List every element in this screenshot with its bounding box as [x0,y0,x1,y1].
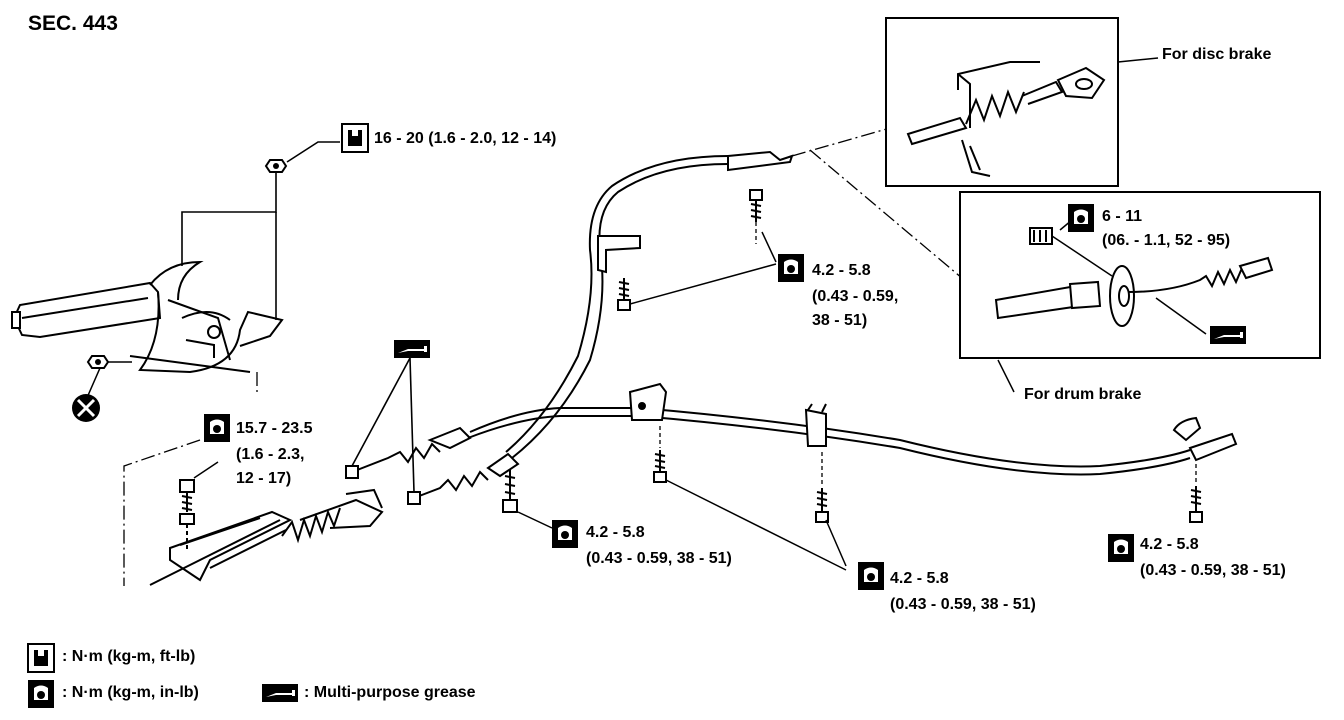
right-rear-torque-line1: 4.2 - 5.8 [1140,536,1199,553]
rear-brackets [628,382,1202,447]
torque-nm-kgm-inlb-icon [1068,204,1094,232]
legend-ftlb-icon [27,643,55,673]
legend-grease-icon [262,684,298,702]
front-upper-torque-line2: (0.43 - 0.59, [812,288,899,305]
equalizer-spring [281,507,341,544]
right-rear-torque-line2: (0.43 - 0.59, 38 - 51) [1140,562,1286,579]
drum-bolt-torque-line2: (06. - 1.1, 52 - 95) [1102,232,1231,249]
do-not-reuse-icon [72,394,100,422]
section-number: SEC. 443 [28,12,118,35]
grease-icon-drum [1210,326,1246,344]
front-upper-torque-line3: 38 - 51) [812,312,868,329]
lever-base-torque-line3: 12 - 17) [236,470,292,487]
disc-brake-detail [885,17,1159,187]
legend-grease-text: : Multi-purpose grease [304,684,476,701]
torque-nm-kgm-inlb-icon [204,414,230,442]
center-bolt [502,470,553,529]
torque-nm-kgm-inlb-icon [1108,534,1134,562]
center-bolt-torque-line1: 4.2 - 5.8 [586,524,645,541]
torque-nm-kgm-inlb-icon [552,520,578,548]
parking-brake-lever [11,260,284,374]
upper-cable-bracket [597,150,794,274]
front-cable-right [407,155,729,505]
equalizer-bracket [149,488,384,586]
front-cable-left [345,407,640,479]
grease-icon-front [394,340,430,358]
torque-nm-kgm-ftlb-icon [341,123,369,153]
center-bolt-torque-line2: (0.43 - 0.59, 38 - 51) [586,550,732,567]
lever-base-torque-line2: (1.6 - 2.3, [236,446,305,463]
rear-bolts [653,426,1203,571]
lever-small-nut [85,355,132,401]
reference-lines [123,127,989,586]
disc-brake-label: For disc brake [1162,46,1272,63]
lever-nut [264,159,288,173]
lever-base-torque-line1: 15.7 - 23.5 [236,420,313,437]
torque-nm-kgm-inlb-icon [778,254,804,282]
rear-bracket-torque-line1: 4.2 - 5.8 [890,570,949,587]
legend-inlb-text: : N·m (kg-m, in-lb) [62,684,199,701]
lever-nut-torque: 16 - 20 (1.6 - 2.0, 12 - 14) [374,130,557,147]
grease-leaders [351,357,415,493]
lever-nut-leaders [181,141,340,320]
legend-inlb-icon [28,680,54,708]
drum-brake-label: For drum brake [1024,386,1142,403]
drum-brake-detail [959,191,1321,393]
torque-nm-kgm-inlb-icon [858,562,884,590]
legend-ftlb-text: : N·m (kg-m, ft-lb) [62,648,196,665]
rear-cable [639,407,1238,476]
rear-bracket-torque-line2: (0.43 - 0.59, 38 - 51) [890,596,1036,613]
drum-bolt-torque-line1: 6 - 11 [1102,208,1143,225]
base-bolt [179,461,219,552]
front-upper-torque-line1: 4.2 - 5.8 [812,262,871,279]
upper-bolts [617,189,777,311]
